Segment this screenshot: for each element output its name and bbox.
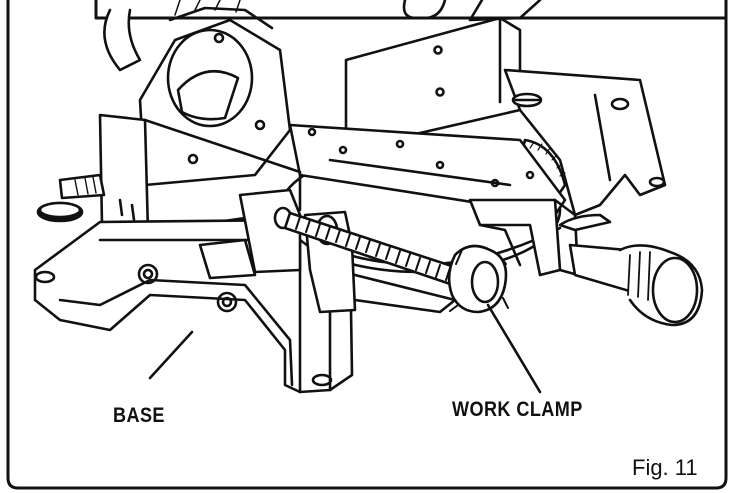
table-plate — [288, 123, 567, 217]
base-label: BASE — [113, 404, 165, 427]
base-leader — [148, 330, 194, 380]
right-base-wing — [503, 68, 667, 217]
work-clamp-assembly — [238, 188, 580, 314]
work-clamp-leader — [486, 303, 542, 394]
bevel-lock-knob — [36, 173, 106, 223]
base-body — [33, 218, 354, 394]
figure-caption: Fig. 11 — [632, 455, 698, 480]
bevel-arm — [138, 0, 292, 187]
side-handle — [558, 213, 704, 327]
work-clamp-label: WORK CLAMP — [452, 398, 583, 421]
upper-carriage — [103, 0, 542, 72]
top-banner-edge — [94, 0, 728, 20]
figure-border — [6, 0, 728, 490]
